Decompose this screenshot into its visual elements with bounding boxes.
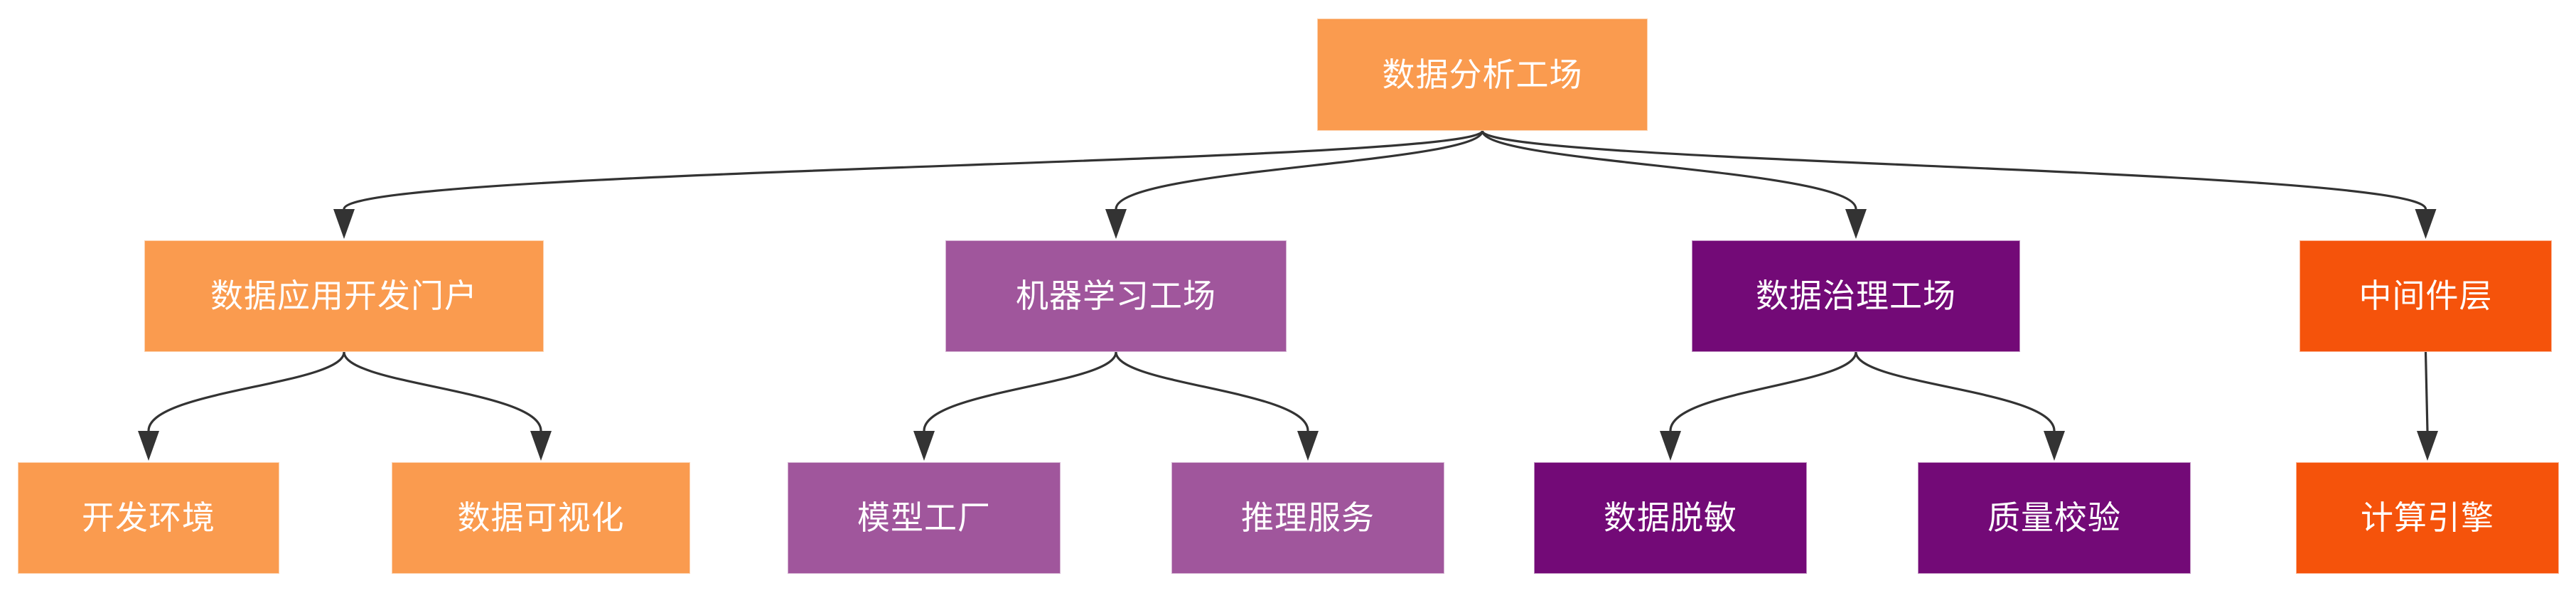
arrowhead-icon-ml-to-modelfactory [913, 431, 935, 461]
arrowhead-icon-root-to-ml [1105, 209, 1127, 239]
node-label-devenv: 开发环境 [82, 499, 215, 537]
node-ml[interactable]: 机器学习工场 [945, 240, 1287, 352]
arrowhead-icon-portal-to-dataviz [530, 431, 552, 461]
edge-gov-to-masking [1669, 351, 1857, 432]
node-engine[interactable]: 计算引擎 [2296, 462, 2559, 574]
edge-ml-to-inference [1115, 351, 1309, 432]
node-label-quality: 质量校验 [1987, 499, 2121, 537]
node-label-inference: 推理服务 [1241, 499, 1375, 537]
edge-gov-to-quality [1855, 351, 2056, 432]
edge-portal-to-dataviz [343, 351, 542, 432]
edge-root-to-middleware [1481, 130, 2427, 210]
arrowhead-icon-gov-to-masking [1660, 431, 1681, 461]
arrowhead-icon-root-to-portal [333, 209, 355, 239]
node-label-engine: 计算引擎 [2361, 499, 2494, 537]
edge-portal-to-devenv [147, 351, 345, 432]
node-label-masking: 数据脱敏 [1604, 499, 1737, 537]
node-modelfactory[interactable]: 模型工厂 [788, 462, 1061, 574]
node-dataviz[interactable]: 数据可视化 [392, 462, 690, 574]
node-devenv[interactable]: 开发环境 [18, 462, 279, 574]
arrowhead-icon-gov-to-quality [2044, 431, 2065, 461]
arrowhead-icon-ml-to-inference [1297, 431, 1319, 461]
node-gov[interactable]: 数据治理工场 [1692, 240, 2020, 352]
node-label-middleware: 中间件层 [2358, 277, 2493, 315]
node-label-portal: 数据应用开发门户 [210, 277, 478, 315]
node-label-ml: 机器学习工场 [1016, 277, 1216, 315]
node-root[interactable]: 数据分析工场 [1317, 18, 1648, 131]
arrowhead-icon-root-to-middleware [2415, 209, 2437, 239]
node-label-modelfactory: 模型工厂 [857, 499, 991, 537]
node-label-gov: 数据治理工场 [1756, 277, 1956, 315]
arrowhead-icon-middleware-to-engine [2417, 431, 2438, 461]
edge-middleware-to-engine [2424, 351, 2429, 432]
edge-root-to-gov [1481, 130, 1857, 210]
arrowhead-icon-root-to-gov [1845, 209, 1867, 239]
edge-root-to-portal [343, 129, 1484, 210]
node-masking[interactable]: 数据脱敏 [1534, 462, 1807, 574]
node-middleware[interactable]: 中间件层 [2299, 240, 2552, 352]
node-portal[interactable]: 数据应用开发门户 [144, 240, 544, 352]
node-label-dataviz: 数据可视化 [457, 499, 625, 537]
edge-root-to-ml [1115, 130, 1484, 210]
arrowhead-icon-portal-to-devenv [138, 431, 159, 461]
node-inference[interactable]: 推理服务 [1171, 462, 1444, 574]
node-label-root: 数据分析工场 [1382, 55, 1583, 93]
edge-ml-to-modelfactory [923, 351, 1117, 432]
node-quality[interactable]: 质量校验 [1918, 462, 2191, 574]
